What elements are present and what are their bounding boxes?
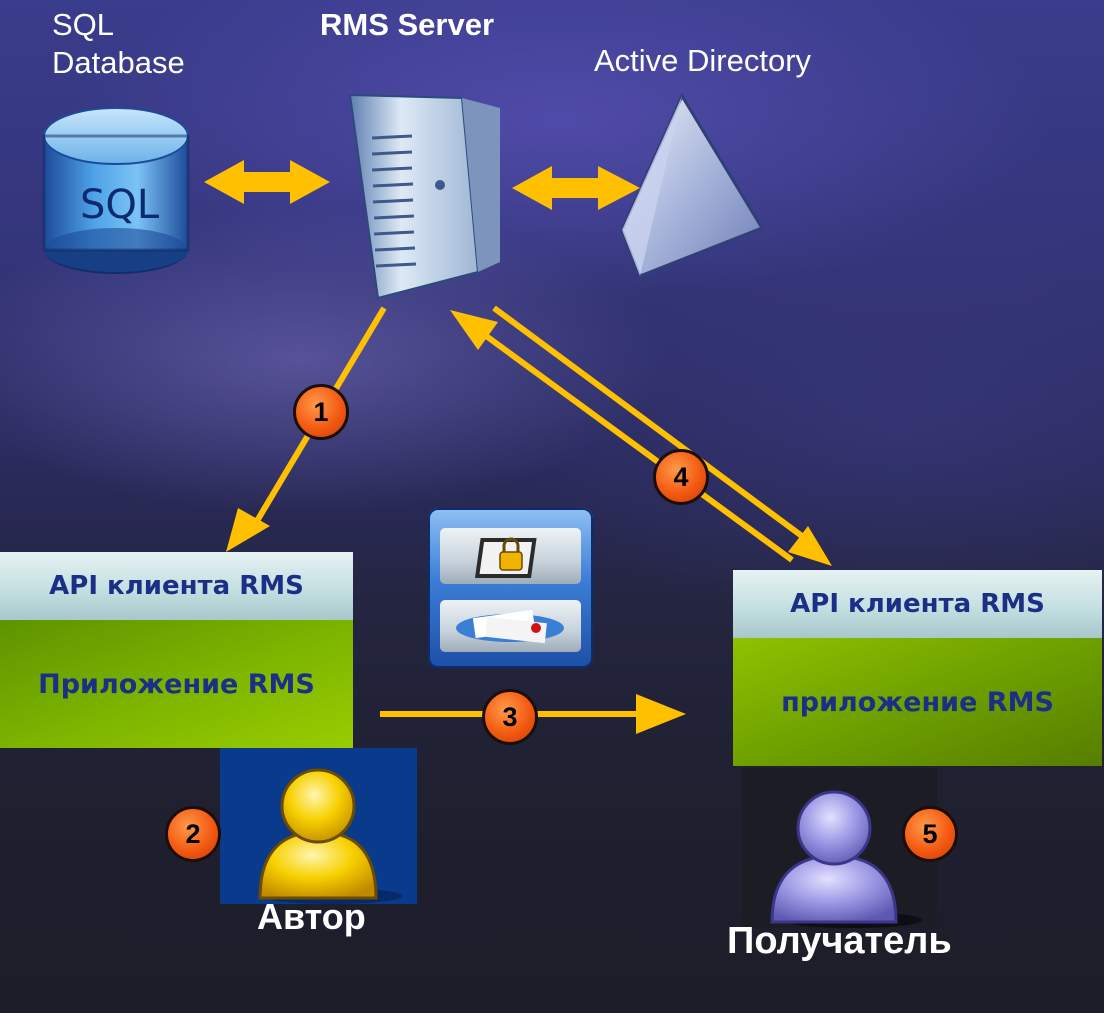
server-tower-icon <box>348 93 500 300</box>
user-yellow-icon <box>258 768 402 904</box>
arrow-step-4 <box>450 305 832 566</box>
rms-server-label: RMS Server <box>320 7 495 42</box>
sql-database-label: SQL Database <box>52 7 185 80</box>
protected-document-icon <box>428 508 593 668</box>
sql-icon-text: SQL <box>80 182 160 228</box>
database-icon <box>42 107 190 274</box>
step-badge-1: 1 <box>293 384 349 440</box>
step-badge-2: 2 <box>165 806 221 862</box>
card-slot-lock <box>440 528 581 584</box>
recipient-api-label: API клиента RMS <box>733 570 1102 638</box>
author-api-label: API клиента RMS <box>0 552 353 620</box>
arrow-server-ad <box>512 166 640 210</box>
card-slot-papers <box>440 600 581 652</box>
active-directory-label: Active Directory <box>594 43 812 78</box>
author-label: Автор <box>257 896 366 937</box>
step-badge-3: 3 <box>482 689 538 745</box>
recipient-label: Получатель <box>727 920 952 962</box>
recipient-app-label: приложение RMS <box>733 638 1102 766</box>
author-app-label: Приложение RMS <box>0 620 353 748</box>
papers-icon <box>456 609 564 644</box>
step-badge-5: 5 <box>902 806 958 862</box>
author-client-stack: API клиента RMS Приложение RMS <box>0 552 353 748</box>
step-badge-4: 4 <box>653 449 709 505</box>
lock-document-icon <box>474 537 537 578</box>
recipient-user-panel <box>742 768 937 928</box>
user-purple-icon <box>770 790 922 928</box>
author-user-panel <box>220 748 417 904</box>
recipient-client-stack: API клиента RMS приложение RMS <box>733 570 1102 766</box>
active-directory-triangle-icon <box>620 92 765 278</box>
arrow-sql-server <box>204 160 330 204</box>
